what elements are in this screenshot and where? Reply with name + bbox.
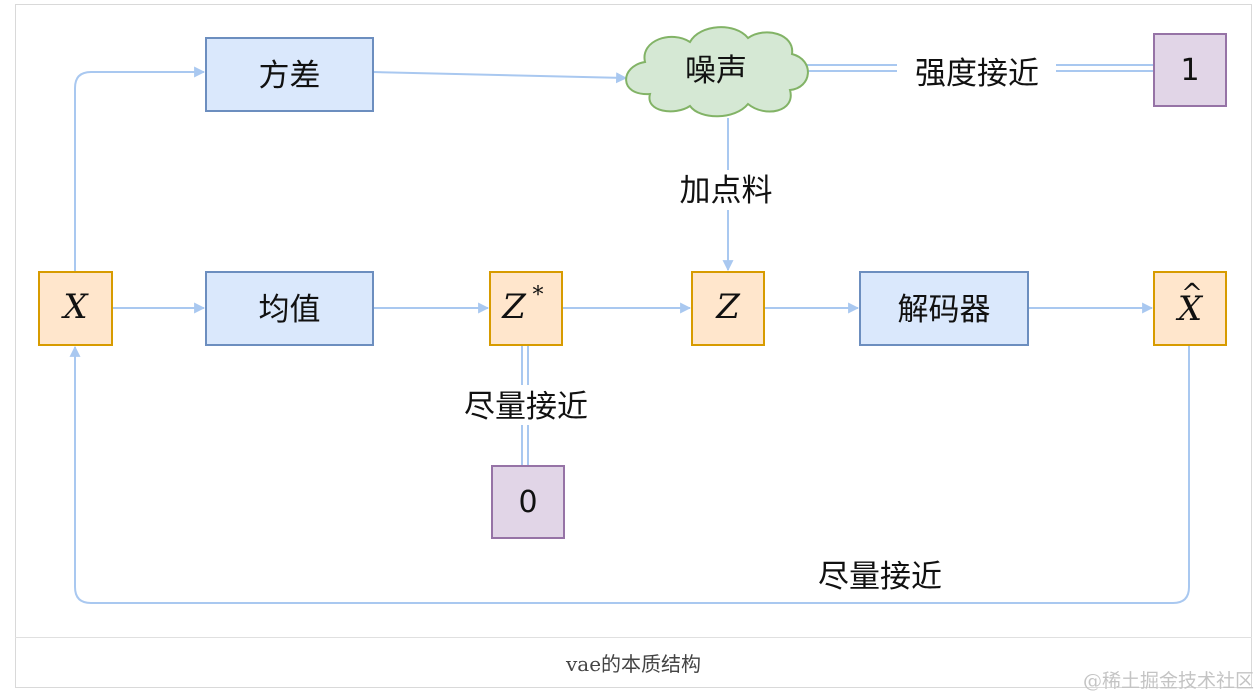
edge-label-noise-strength: 强度接近 <box>915 56 1039 92</box>
node-x-input-label: X <box>60 287 89 327</box>
edges <box>69 66 1190 604</box>
node-variance-label: 方差 <box>259 58 321 94</box>
cloud-shape <box>625 26 809 118</box>
edge-label-add-noise: 加点料 <box>680 173 773 209</box>
node-zero-label: 0 <box>518 485 537 520</box>
edge-label-zstar-zero: 尽量接近 <box>464 389 588 425</box>
edge-variance-to-noise <box>372 71 628 84</box>
watermark: @稀土掘金技术社区 <box>1082 670 1254 692</box>
constraint-edges <box>521 64 1154 466</box>
node-noise-label: 噪声 <box>685 53 747 89</box>
node-x-hat-label: X <box>1175 289 1204 329</box>
node-mean-label: 均值 <box>259 292 321 328</box>
node-decoder-label: 解码器 <box>898 292 991 328</box>
node-decoder: 解码器 <box>859 271 1029 346</box>
node-one: 1 <box>1153 33 1227 107</box>
node-noise-cloud: 噪声 <box>625 26 809 118</box>
node-x-input: X <box>38 271 113 346</box>
edge-x-to-variance <box>74 66 206 272</box>
node-z-star-label: Z <box>501 287 527 327</box>
node-z: Z <box>691 271 765 346</box>
edge-xhat-to-x <box>69 345 1190 604</box>
node-x-hat-accent: ^ <box>1181 279 1203 309</box>
node-one-label: 1 <box>1180 53 1199 88</box>
node-mean: 均值 <box>205 271 374 346</box>
node-zero: 0 <box>491 465 565 539</box>
node-z-star-superscript: * <box>533 283 544 308</box>
node-z-star: Z * <box>489 271 563 346</box>
edge-label-reconstruction: 尽量接近 <box>818 559 942 595</box>
caption-divider <box>15 637 1252 638</box>
node-variance: 方差 <box>205 37 374 112</box>
figure-caption: vae的本质结构 <box>565 652 702 676</box>
node-x-hat: X ^ <box>1153 271 1227 346</box>
node-z-label: Z <box>715 287 741 327</box>
